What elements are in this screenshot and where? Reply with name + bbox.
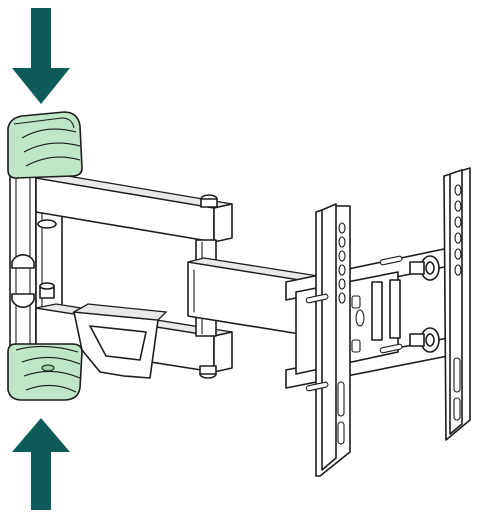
bottom-cover-cap (7, 343, 83, 401)
top-cover-cap (7, 111, 83, 179)
tv-bracket (285, 167, 471, 477)
arrow-up-bottom (12, 418, 70, 510)
wall-plate (9, 147, 37, 373)
cable-clip (71, 303, 168, 379)
arrow-down-top (12, 8, 70, 104)
